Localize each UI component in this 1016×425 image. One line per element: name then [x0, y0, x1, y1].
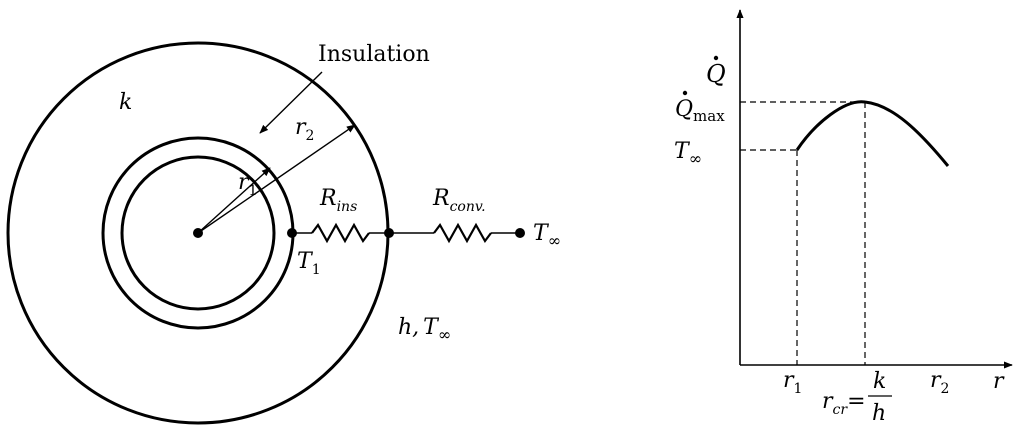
insulated-cylinder: Insulation k r1 r2 Rins Rconv. T1 T∞ h,T… — [6, 41, 561, 425]
pipe-inner-circle — [120, 155, 276, 311]
q-max-label-dot — [682, 90, 688, 96]
x-axis-label: r — [993, 369, 1005, 394]
r-cr-denominator: h — [872, 401, 886, 425]
r-ins-label: Rins — [319, 186, 357, 215]
graph-r2-label: r2 — [930, 368, 949, 397]
center-node — [193, 228, 203, 238]
y-axis-label: Q — [706, 60, 726, 88]
insulation-leader-arrow — [259, 71, 323, 134]
r-cr-label: rcr= — [822, 389, 866, 418]
insulation-label: Insulation — [318, 42, 430, 67]
y-axis-label-dot — [713, 55, 719, 61]
t1-node — [287, 228, 297, 238]
r1-arrow — [197, 167, 271, 234]
r2-arrow — [197, 124, 356, 234]
h-t-inf-label: h,T∞ — [398, 315, 451, 344]
t1-label: T1 — [297, 249, 321, 278]
heat-rate-graph: Q Qmax T∞ r r1 r2 rcr= k h — [674, 9, 1013, 425]
graph-r1-label: r1 — [783, 368, 802, 397]
r1-label: r1 — [238, 170, 257, 199]
t-inf-node — [515, 228, 525, 238]
r-conv-label: Rconv. — [432, 186, 486, 215]
q-max-label: Qmax — [675, 97, 725, 125]
r2-label: r2 — [295, 115, 314, 144]
r-ins-resistor — [311, 222, 370, 244]
r2-node — [384, 228, 394, 238]
heat-rate-curve — [795, 100, 950, 167]
r-conv-resistor — [433, 222, 492, 244]
r-cr-numerator: k — [873, 369, 886, 394]
t-inf-label: T∞ — [533, 221, 561, 250]
graph-t-inf-label: T∞ — [674, 139, 702, 168]
k-label: k — [119, 90, 132, 115]
